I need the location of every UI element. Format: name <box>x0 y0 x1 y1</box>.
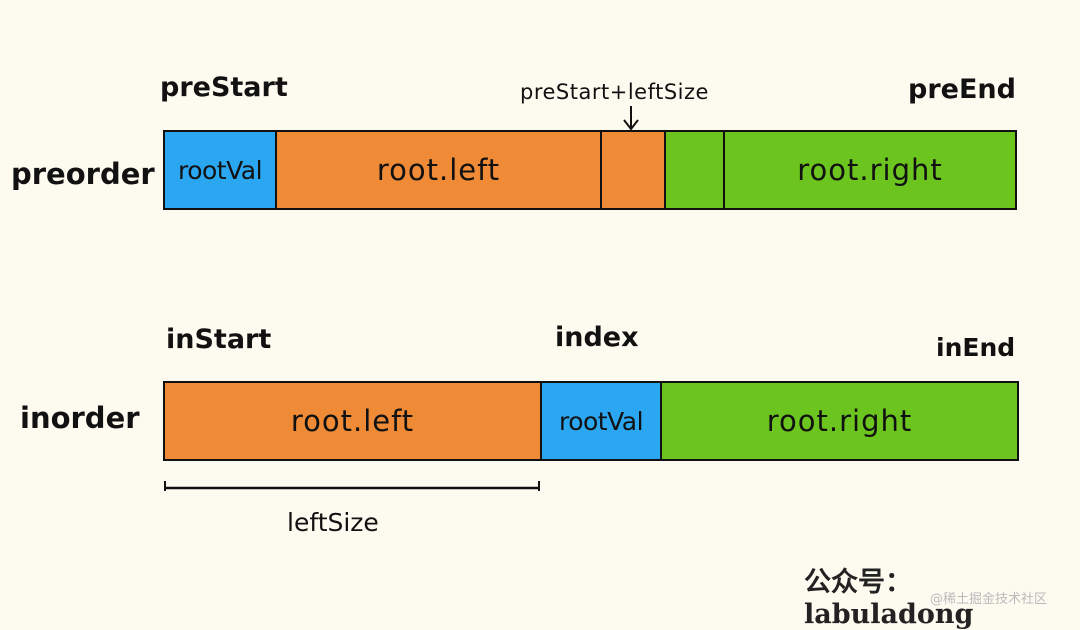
inend-label: inEnd <box>936 333 1016 362</box>
preend-label: preEnd <box>908 74 1016 105</box>
down-arrow-icon <box>623 106 639 131</box>
inorder-rootval-cell: rootVal <box>540 383 660 459</box>
prestart-plus-leftsize-label: preStart+leftSize <box>520 80 709 104</box>
preorder-right-first-cell <box>664 132 723 208</box>
inorder-array: root.left rootVal root.right <box>163 381 1019 461</box>
preorder-left-subtree: root.left <box>275 132 600 208</box>
site-watermark: @稀土掘金技术社区 <box>930 592 1048 607</box>
preorder-right-subtree: root.right <box>723 132 1015 208</box>
instart-label: inStart <box>166 324 272 355</box>
prestart-label: preStart <box>160 72 288 103</box>
preorder-array: rootVal root.left root.right <box>163 130 1017 210</box>
inorder-left-subtree: root.left <box>165 383 540 459</box>
index-label: index <box>555 322 639 353</box>
preorder-row-label: preorder <box>11 157 155 191</box>
preorder-left-last-cell <box>600 132 664 208</box>
leftsize-brace <box>164 481 540 491</box>
inorder-row-label: inorder <box>20 401 140 435</box>
preorder-rootval-cell: rootVal <box>165 132 275 208</box>
inorder-right-subtree: root.right <box>660 383 1017 459</box>
leftsize-label: leftSize <box>287 508 379 537</box>
